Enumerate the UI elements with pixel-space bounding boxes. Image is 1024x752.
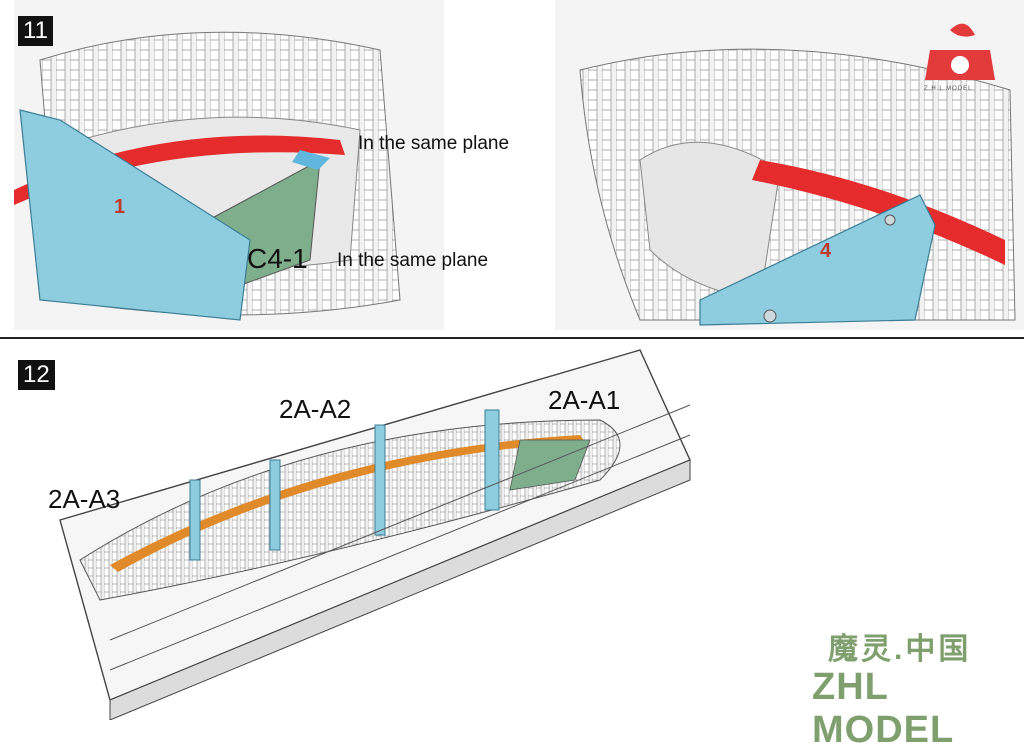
label-part-c4-1: C4-1 [247,243,308,274]
bulkhead-number-4: 4 [820,240,832,262]
step11-right-view [555,0,1024,330]
step11-left-view [14,0,444,330]
label-2a-a3: 2A-A3 [48,484,121,514]
zhl-logo [925,23,995,80]
label-2a-a2: 2A-A2 [279,394,352,424]
logo-caption: Z.H.L MODEL [924,86,973,92]
bulkhead-a2 [374,424,386,536]
step12-hull-view [59,349,691,720]
plane-marker-top [292,150,330,170]
section-divider [0,337,1024,339]
bulkhead-a3-2 [269,459,281,551]
bulkhead-4 [699,194,936,326]
brand-english-name: ZHL MODEL [812,666,955,751]
label-2a-a1: 2A-A1 [548,385,621,415]
bulkhead-a3-1 [189,479,201,561]
bulkhead-a1 [484,409,500,511]
label-plane-bottom: In the same plane [337,250,489,271]
brand-chinese-name: 魔灵.中国 [828,633,972,666]
step-number-12: 12 [18,360,55,390]
bulkhead-number-1: 1 [114,196,126,218]
bulkhead-1 [19,109,251,321]
label-plane-top: In the same plane [358,133,510,154]
step-number-11: 11 [18,16,53,46]
assembly-illustration [14,0,1024,720]
red-ribband-right [752,160,1005,265]
